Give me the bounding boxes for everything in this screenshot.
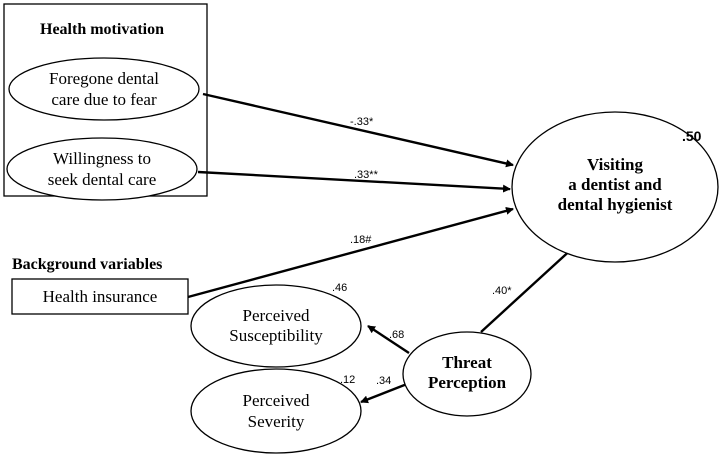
visiting-node (511, 111, 719, 263)
path-threat-to-severity (360, 382, 408, 404)
visiting-label-line2: a dentist and (568, 175, 662, 194)
coef-threat-to-severity: .34 (376, 375, 391, 387)
path-threat-to-visiting (480, 245, 576, 333)
threat-node (402, 331, 532, 417)
path-foregone-to-visiting (202, 92, 514, 168)
severity-label-line2: Severity (248, 412, 305, 431)
coef-foregone-to-visiting: -.33* (350, 116, 374, 128)
coef-threat-to-visiting: .40* (492, 285, 512, 297)
susceptibility-r-squared: .46 (332, 282, 347, 294)
willingness-node (6, 137, 198, 201)
threat-label-line2: Perception (428, 373, 507, 392)
visiting-label-line1: Visiting (587, 155, 644, 174)
path-threat-to-susceptibility (367, 324, 410, 355)
health-insurance-label: Health insurance (43, 287, 158, 306)
coef-threat-to-susceptibility: .68 (389, 329, 404, 341)
willingness-label-line2: seek dental care (48, 170, 157, 189)
susceptibility-label-line2: Susceptibility (229, 326, 323, 345)
path-willingness-to-visiting (197, 170, 511, 193)
health-insurance-node (11, 278, 189, 315)
susceptibility-label-line1: Perceived (242, 306, 310, 325)
path-insurance-to-visiting (187, 206, 514, 299)
severity-r-squared: .12 (340, 374, 355, 386)
susceptibility-node (190, 284, 362, 368)
health-motivation-title: Health motivation (40, 21, 164, 38)
coef-willingness-to-visiting: .33** (354, 169, 379, 181)
coef-insurance-to-visiting: .18# (350, 234, 372, 246)
foregone-care-label-line1: Foregone dental (49, 69, 159, 88)
visiting-r-squared: .50 (682, 128, 702, 144)
severity-label-line1: Perceived (242, 391, 310, 410)
threat-label-line1: Threat (442, 353, 492, 372)
background-variables-title: Background variables (12, 256, 162, 273)
foregone-care-node (8, 57, 200, 121)
severity-node (190, 368, 362, 454)
willingness-label-line1: Willingness to (53, 149, 151, 168)
visiting-label-line3: dental hygienist (558, 195, 673, 214)
foregone-care-label-line2: care due to fear (51, 90, 157, 109)
